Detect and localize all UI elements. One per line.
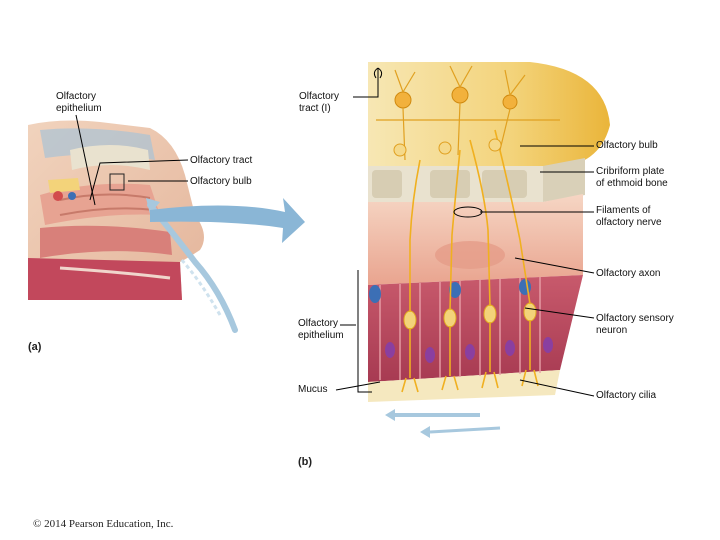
air-flow-trail	[178, 256, 222, 316]
part-label-a: (a)	[28, 341, 42, 353]
part-label-b: (b)	[298, 456, 313, 468]
air-flow-arrow-b2	[429, 426, 501, 434]
air-flow-arrowhead-b2	[420, 426, 430, 438]
air-flow-arrow	[147, 202, 238, 333]
magnify-arrow	[150, 198, 305, 243]
label-cribriform-plate: Cribriform plate of ethmoid bone	[596, 166, 668, 189]
label-olfactory-cilia: Olfactory cilia	[596, 390, 657, 401]
label-olfactory-tract-i: Olfactory tract (I)	[299, 91, 340, 114]
label-mucus: Mucus	[298, 384, 328, 395]
label-olfactory-epithelium-b: Olfactory epithelium	[298, 318, 344, 341]
copyright-notice: © 2014 Pearson Education, Inc.	[33, 518, 174, 530]
leader-lines	[75, 67, 595, 397]
air-flow-arrowhead	[146, 198, 160, 214]
label-olfactory-bulb-a: Olfactory bulb	[190, 176, 252, 187]
label-sensory-neuron: Olfactory sensory neuron	[596, 313, 674, 336]
label-olfactory-axon: Olfactory axon	[596, 268, 661, 279]
head-section	[28, 120, 204, 300]
olfactory-block	[368, 62, 610, 402]
label-olfactory-bulb-b: Olfactory bulb	[596, 140, 658, 151]
air-flow-arrowhead-b1	[385, 409, 395, 421]
label-filaments: Filaments of olfactory nerve	[596, 205, 662, 228]
label-olfactory-tract-a: Olfactory tract	[190, 155, 253, 166]
label-olfactory-epithelium-a: Olfactory epithelium	[56, 91, 102, 114]
